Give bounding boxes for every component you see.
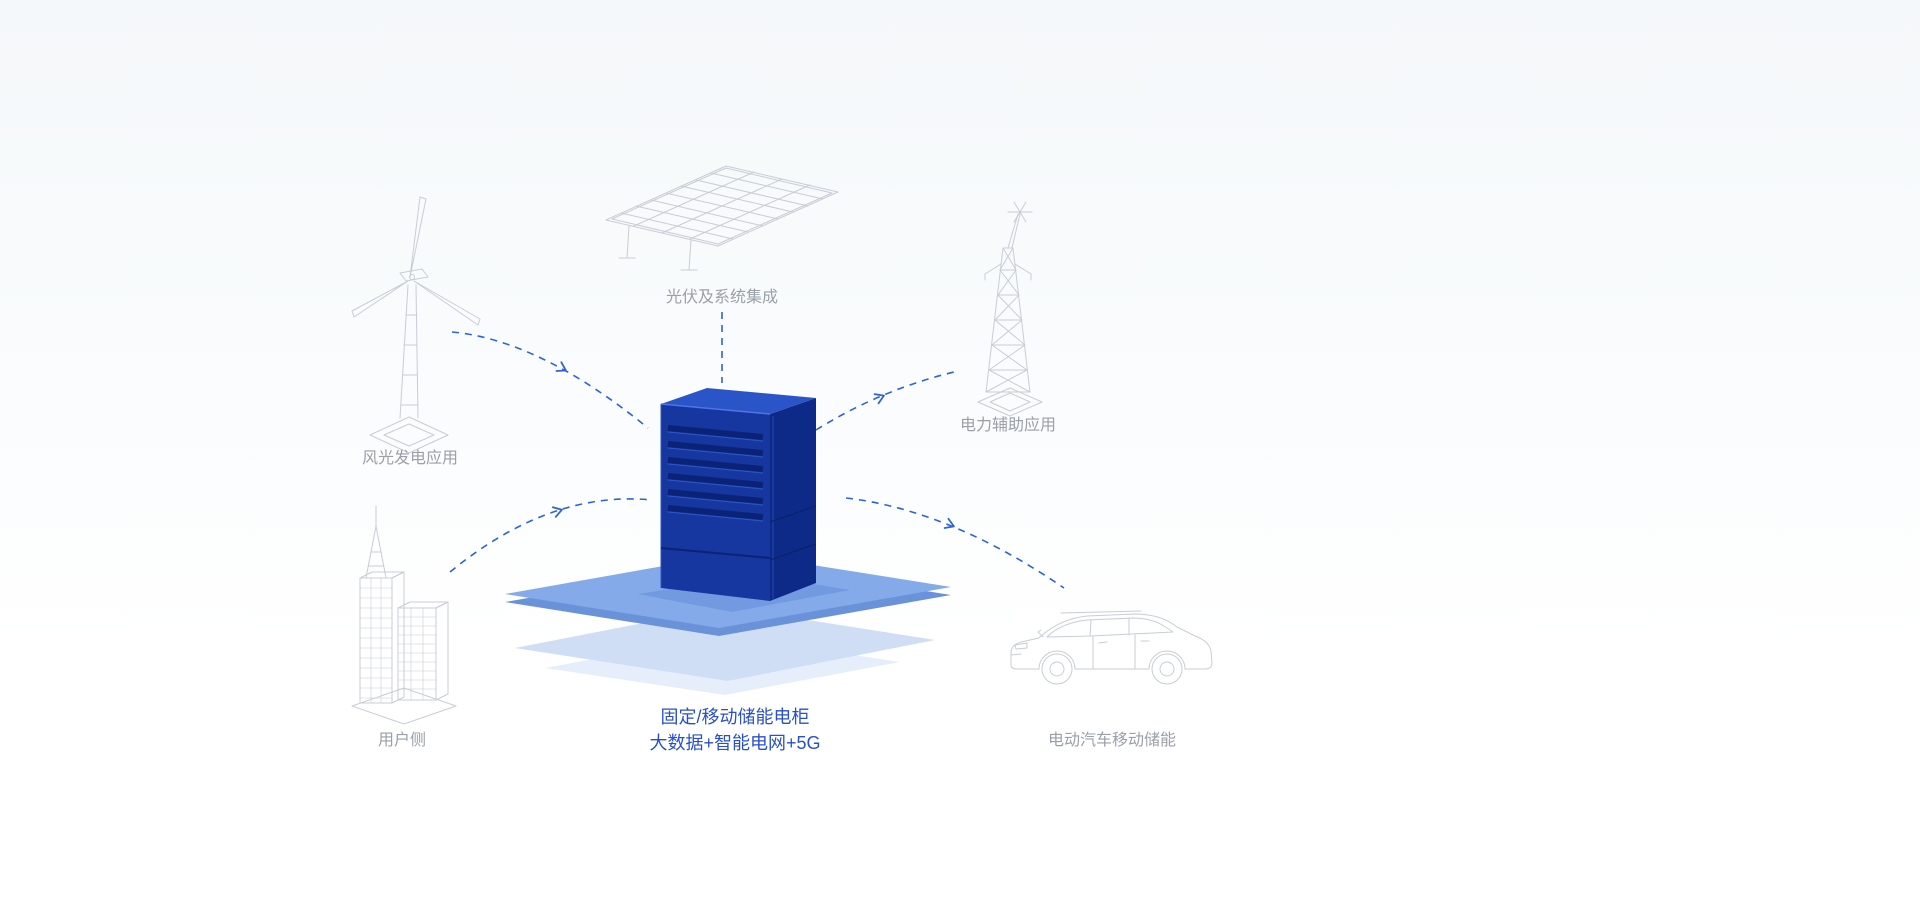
solar-node-label: 光伏及系统集成 [665, 289, 779, 306]
solar-panel-icon [605, 165, 839, 271]
arrow-user-to-cabinet [449, 498, 653, 573]
wind-turbine-icon [351, 196, 481, 454]
buildings-icon [351, 505, 457, 725]
grid-node-label: 电力辅助应用 [959, 417, 1057, 434]
wind-node-label: 风光发电应用 [361, 450, 459, 467]
arrow-cabinet-to-ev [845, 497, 1065, 589]
center-title: 固定/移动储能电柜 [660, 707, 810, 727]
transmission-tower-icon [977, 201, 1043, 417]
user-node-label: 用户侧 [377, 732, 427, 749]
arrow-cabinet-to-grid [815, 371, 955, 431]
ev-car-icon [1010, 610, 1213, 685]
storage-cabinet-illustration [660, 388, 817, 601]
platform-echo-1 [515, 607, 935, 681]
arrow-wind-to-cabinet [451, 331, 649, 429]
center-subtitle: 大数据+智能电网+5G [649, 733, 821, 753]
ev-node-label: 电动汽车移动储能 [1047, 732, 1177, 749]
